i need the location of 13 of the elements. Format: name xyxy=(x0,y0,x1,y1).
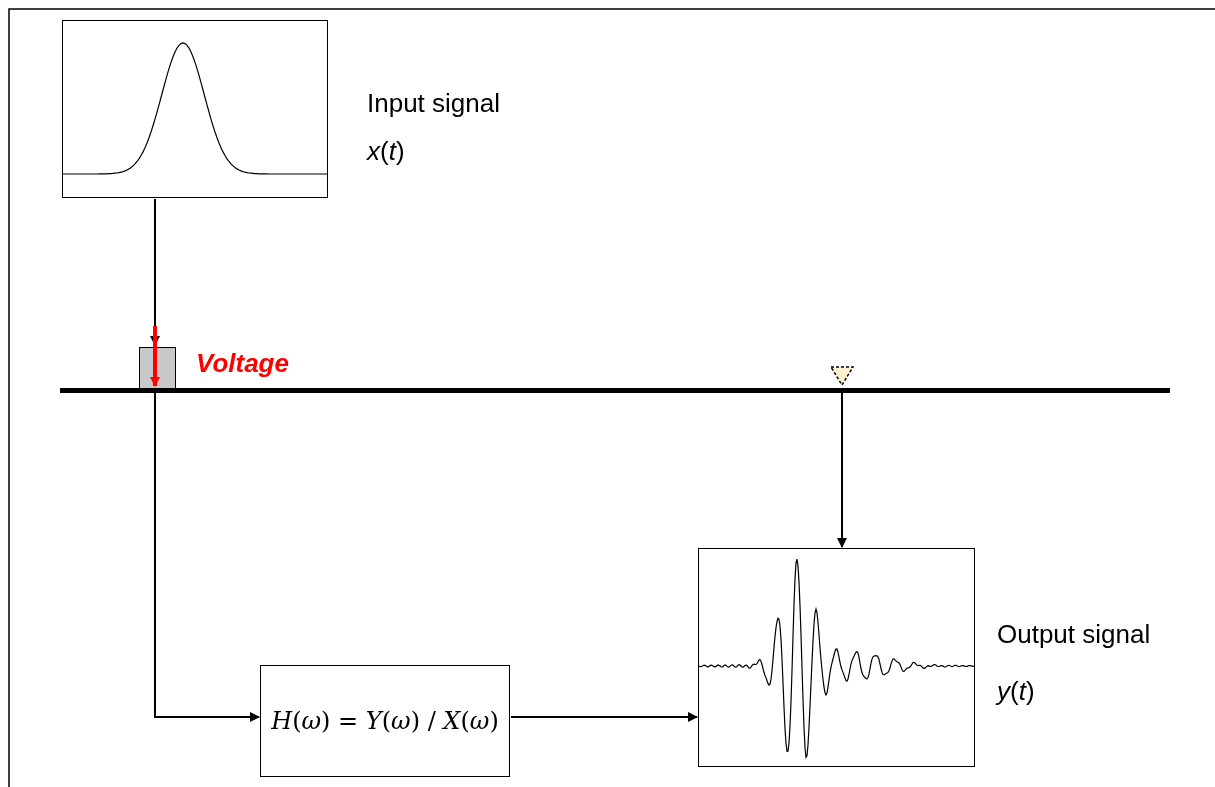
signal-plot xyxy=(62,20,328,198)
signal-symbol: y(t) xyxy=(997,676,1035,707)
voltage-label: Voltage xyxy=(196,348,289,379)
signal-symbol: x(t) xyxy=(367,136,405,167)
transfer-function-box xyxy=(260,665,510,777)
signal-plot xyxy=(698,548,975,767)
arrow xyxy=(837,392,847,548)
transfer-function-formula: H(ω) = Y(ω) / X(ω) xyxy=(271,707,499,735)
signal-label: Input signal xyxy=(367,88,500,119)
sensor-triangle xyxy=(830,366,854,386)
signal-label: Output signal xyxy=(997,619,1151,650)
voltage-arrow xyxy=(150,326,160,387)
arrow xyxy=(510,712,698,722)
